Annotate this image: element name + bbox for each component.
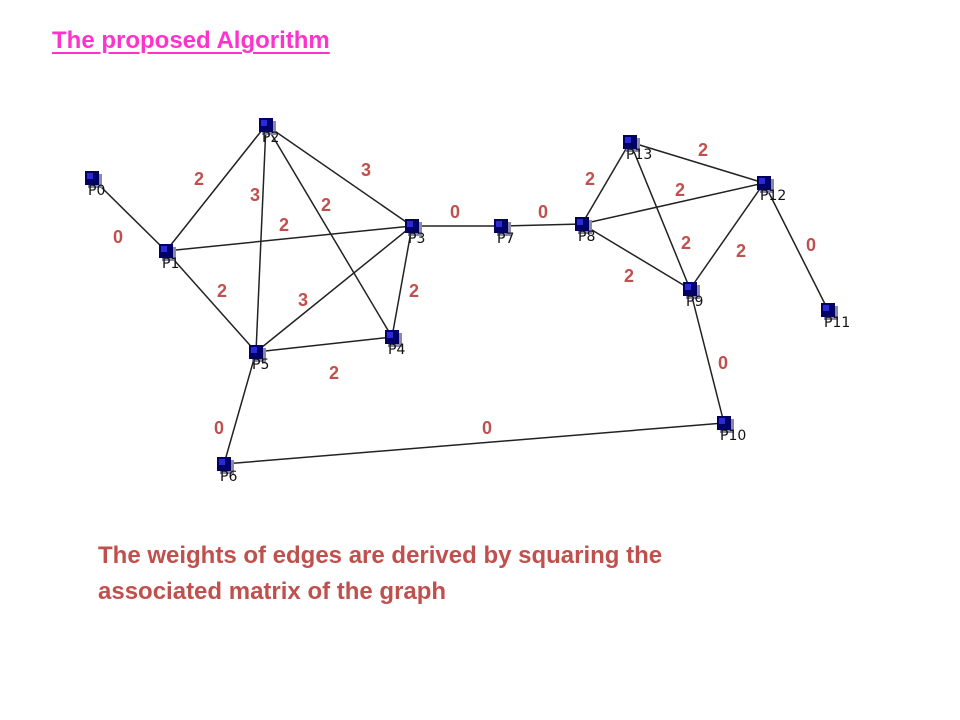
edge-weight-p1-p3: 2 — [279, 215, 289, 235]
edge-weight-p8-p12: 2 — [675, 180, 685, 200]
node-highlight — [685, 284, 691, 290]
edge-p7-p8 — [500, 223, 583, 227]
edge-weight-p2-p3: 3 — [361, 160, 371, 180]
edge-p1-p3 — [165, 225, 413, 252]
edge-p1-p2 — [165, 124, 267, 252]
edge-p8-p13 — [581, 141, 631, 225]
edge-p2-p4 — [265, 124, 393, 338]
edge-weight-p3-p5: 3 — [298, 290, 308, 310]
edge-p13-p12 — [629, 141, 765, 184]
edge-p13-p9 — [629, 141, 691, 290]
node-p10: P10 — [717, 416, 746, 444]
node-highlight — [161, 246, 167, 252]
edge-p0-p1 — [91, 177, 167, 252]
node-highlight — [577, 219, 583, 225]
caption-line-2: associated matrix of the graph — [98, 578, 447, 605]
node-p2: P2 — [259, 118, 279, 146]
node-label: P3 — [408, 231, 425, 247]
edge-p5-p6 — [223, 351, 257, 465]
node-label: P8 — [578, 229, 595, 245]
node-label: P4 — [388, 342, 405, 358]
edge-p2-p5 — [255, 124, 267, 353]
edge-weight-p13-p12: 2 — [698, 140, 708, 160]
edge-weight-p5-p6: 0 — [214, 418, 224, 438]
node-highlight — [823, 305, 829, 311]
node-label: P9 — [686, 294, 703, 310]
edge-weight-p7-p8: 0 — [538, 202, 548, 222]
node-highlight — [387, 332, 393, 338]
edge-weight-p12-p11: 0 — [806, 235, 816, 255]
node-label: P0 — [88, 183, 105, 199]
edge-p2-p3 — [265, 124, 413, 227]
node-highlight — [261, 120, 267, 126]
node-p3: P3 — [405, 219, 425, 247]
node-p4: P4 — [385, 330, 405, 358]
node-label: P10 — [720, 428, 746, 444]
edge-weight-p9-p10: 0 — [718, 353, 728, 373]
node-label: P12 — [760, 188, 786, 204]
node-p12: P12 — [757, 176, 786, 204]
edge-weight-p2-p5: 3 — [250, 185, 260, 205]
edge-p8-p12 — [581, 182, 765, 225]
edge-weight-p2-p4: 2 — [321, 195, 331, 215]
caption-line-1: The weights of edges are derived by squa… — [98, 542, 663, 569]
node-label: P2 — [262, 130, 279, 146]
node-p1: P1 — [159, 244, 179, 272]
node-highlight — [407, 221, 413, 227]
edge-p6-p10 — [223, 422, 725, 465]
edge-weight-p3-p7: 0 — [450, 202, 460, 222]
edge-weight-p6-p10: 0 — [482, 418, 492, 438]
node-label: P5 — [252, 357, 269, 373]
node-highlight — [719, 418, 725, 424]
page-title: The proposed Algorithm — [52, 27, 330, 54]
node-label: P6 — [220, 469, 237, 485]
node-highlight — [759, 178, 765, 184]
graph-edges — [91, 124, 829, 465]
edge-weight-p8-p9: 2 — [624, 266, 634, 286]
edge-p3-p4 — [391, 225, 413, 338]
node-p0: P0 — [85, 171, 105, 199]
edge-weight-p0-p1: 0 — [113, 227, 123, 247]
edge-p3-p5 — [255, 225, 413, 353]
node-p7: P7 — [494, 219, 514, 247]
node-highlight — [496, 221, 502, 227]
edge-p1-p5 — [165, 250, 257, 353]
edge-weight-p13-p9: 2 — [681, 233, 691, 253]
caption: The weights of edges are derived by squa… — [98, 538, 838, 610]
edge-p4-p5 — [255, 336, 393, 353]
edge-weight-p12-p9: 2 — [736, 241, 746, 261]
edge-p8-p9 — [581, 223, 691, 290]
edge-weight-p4-p5: 2 — [329, 363, 339, 383]
node-highlight — [219, 459, 225, 465]
node-p9: P9 — [683, 282, 703, 310]
edge-p12-p9 — [689, 182, 765, 290]
node-highlight — [87, 173, 93, 179]
node-label: P7 — [497, 231, 514, 247]
edge-p12-p11 — [763, 182, 829, 311]
node-highlight — [625, 137, 631, 143]
node-highlight — [251, 347, 257, 353]
edge-p9-p10 — [689, 288, 725, 424]
edge-weight-p1-p2: 2 — [194, 169, 204, 189]
node-p5: P5 — [249, 345, 269, 373]
node-p11: P11 — [821, 303, 850, 331]
node-p8: P8 — [575, 217, 595, 245]
node-p13: P13 — [623, 135, 652, 163]
node-label: P1 — [162, 256, 179, 272]
edge-weight-p8-p13: 2 — [585, 169, 595, 189]
node-label: P11 — [824, 315, 850, 331]
node-p6: P6 — [217, 457, 237, 485]
edge-weight-p1-p5: 2 — [217, 281, 227, 301]
node-label: P13 — [626, 147, 652, 163]
edge-weight-p3-p4: 2 — [409, 281, 419, 301]
